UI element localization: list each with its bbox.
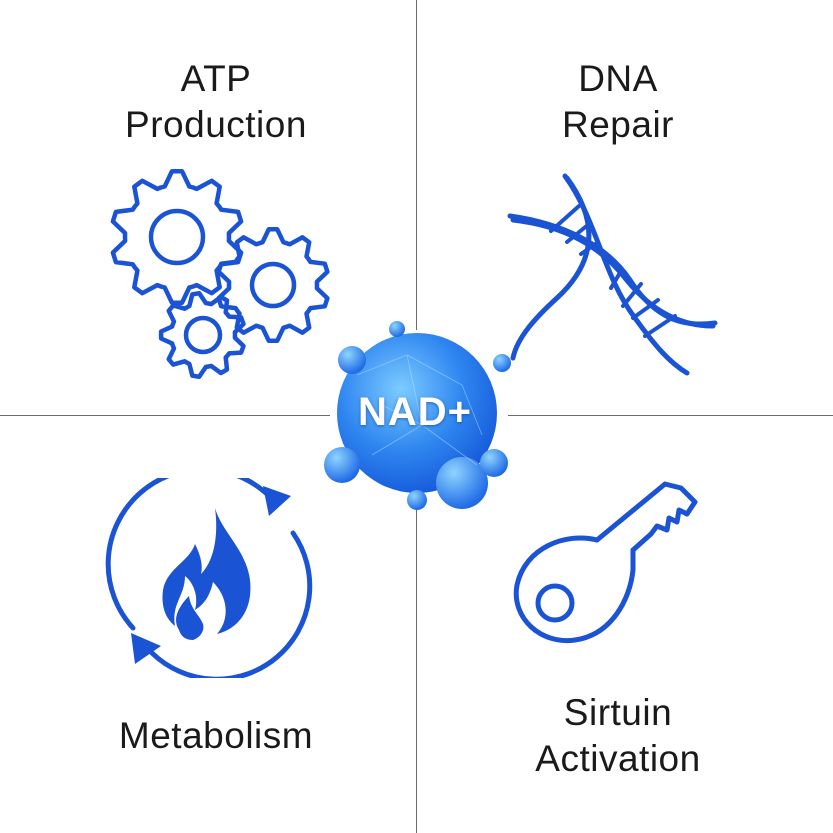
- gear-small-outline: [158, 290, 246, 380]
- metabolism-label: Metabolism: [60, 713, 372, 759]
- flame-cycle-icon: [105, 478, 313, 678]
- dna-repair-line-2: Repair: [562, 104, 674, 145]
- gears-icon: [110, 168, 330, 380]
- key-icon: [513, 481, 698, 644]
- nad-plus-label: NAD+: [357, 390, 473, 434]
- dna-repair-line-1: DNA: [578, 58, 658, 99]
- vertical-divider-bottom: [416, 505, 417, 833]
- metabolism-line-1: Metabolism: [118, 715, 314, 756]
- vertical-divider-top: [416, 0, 417, 330]
- gear-large-hole: [148, 208, 206, 266]
- dna-repair-label: DNA Repair: [462, 56, 774, 148]
- gear-medium-outline: [216, 226, 330, 344]
- atp-production-label: ATP Production: [60, 56, 372, 148]
- nad-molecule-bubble: [324, 321, 511, 510]
- horizontal-divider-left: [0, 415, 330, 416]
- gear-medium-hole: [249, 261, 297, 309]
- gear-large-outline: [110, 168, 244, 306]
- sirtuin-activation-line-2: Activation: [535, 738, 701, 779]
- sirtuin-activation-label: Sirtuin Activation: [462, 690, 774, 782]
- sirtuin-activation-line-1: Sirtuin: [563, 692, 673, 733]
- atp-production-line-1: ATP: [180, 58, 252, 99]
- dna-helix-icon: [507, 173, 718, 376]
- atp-production-line-2: Production: [125, 104, 307, 145]
- horizontal-divider-right: [508, 415, 833, 416]
- gear-small-hole: [183, 315, 223, 355]
